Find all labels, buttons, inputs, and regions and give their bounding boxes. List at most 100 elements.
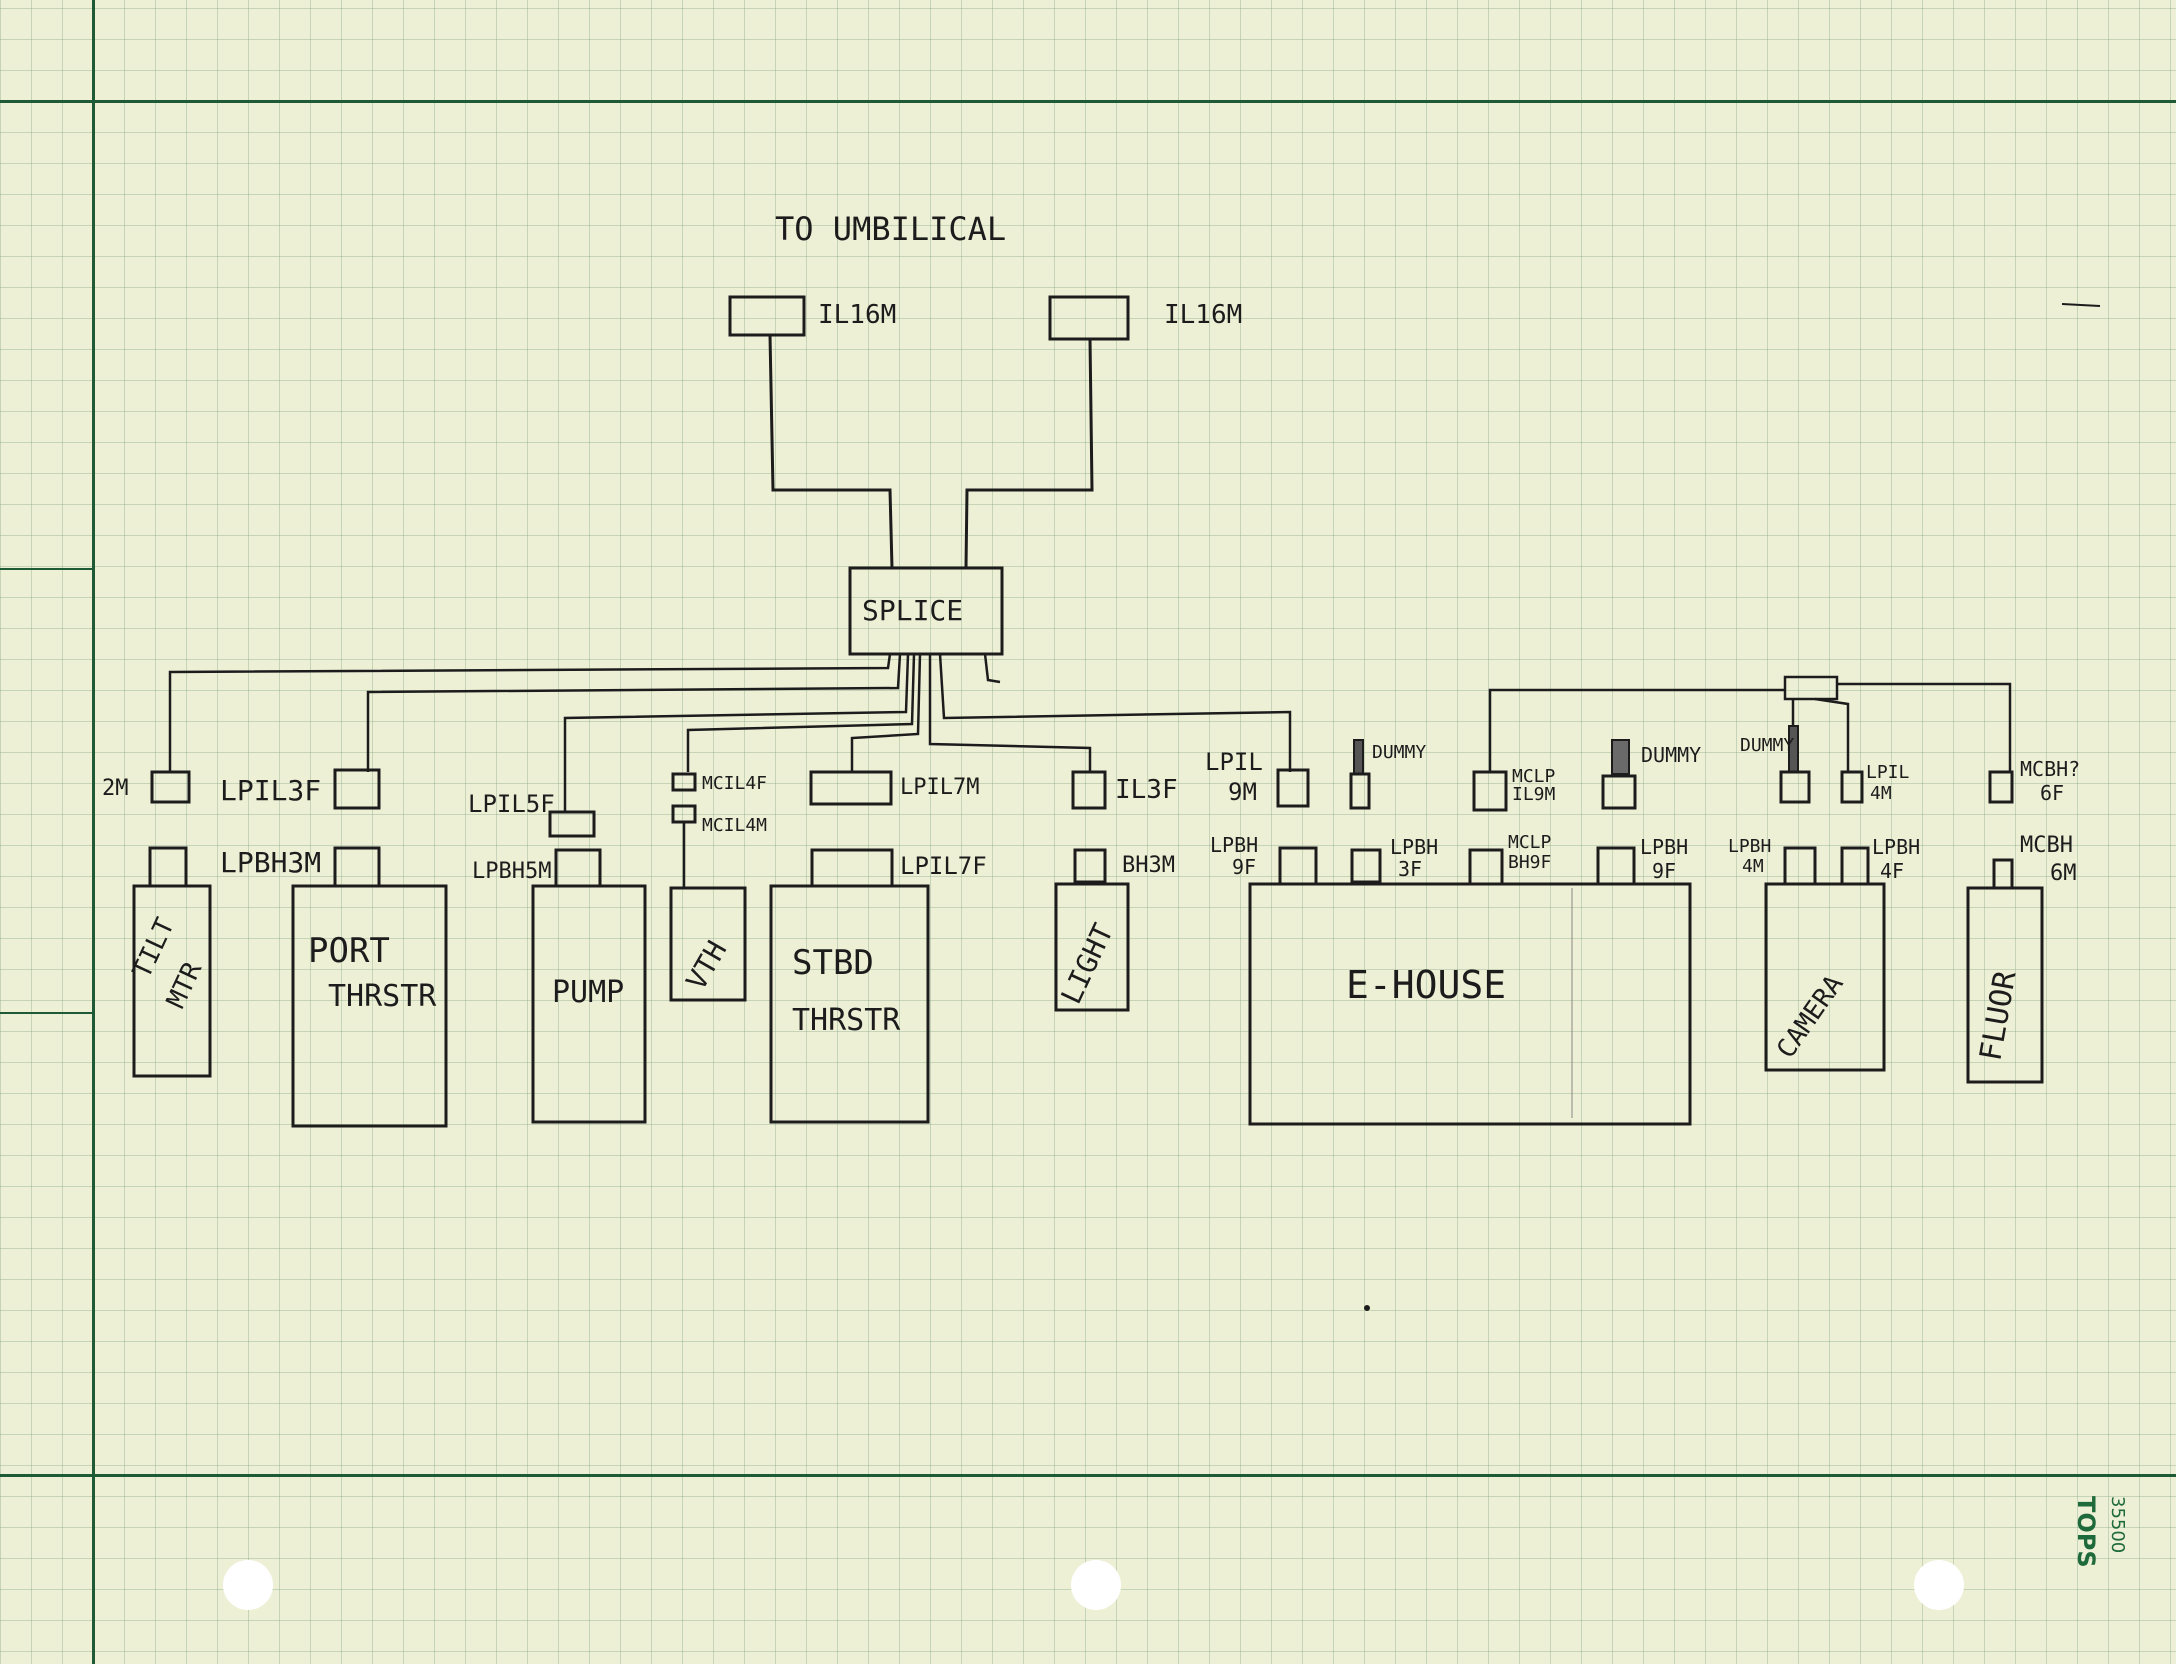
label-port-b: THRSTR — [328, 979, 437, 1014]
connector-lpil7f — [810, 848, 894, 888]
connector-lpil9m — [1276, 768, 1310, 808]
label-lpil9m-a: LPIL — [1205, 748, 1263, 776]
connector-lpbh9f-2 — [1596, 846, 1636, 886]
punch-hole-center — [1071, 1560, 1121, 1610]
label-mcbh6f-a: MCBH? — [2020, 757, 2080, 781]
device-tilt-motor — [132, 884, 212, 1078]
label-lpbh9f-a: LPBH — [1210, 833, 1258, 857]
device-e-house — [1248, 882, 1692, 1126]
label-stbd-b: THRSTR — [792, 1003, 901, 1038]
label-lpbh3f-a: LPBH — [1390, 835, 1438, 859]
label-dummy-3: DUMMY — [1740, 735, 1794, 756]
connector-2m — [150, 770, 191, 804]
dummy-plug-1 — [1353, 739, 1364, 775]
label-mclpbh9f-b: BH9F — [1508, 852, 1551, 873]
connector-lpil5f — [548, 810, 596, 838]
device-port-thruster — [291, 884, 448, 1128]
label-mclpil9m-b: IL9M — [1512, 784, 1556, 805]
device-vth — [669, 886, 747, 1002]
splice-branches — [168, 653, 1292, 812]
label-lpbh4m-b: 4M — [1742, 856, 1764, 877]
connector-tilt — [148, 846, 188, 888]
connector-dummy-2 — [1601, 774, 1637, 810]
connector-lpbh5m — [554, 848, 602, 888]
label-2m: 2M — [102, 776, 129, 801]
device-pump — [531, 884, 647, 1124]
label-pump: PUMP — [552, 975, 624, 1010]
device-light — [1054, 882, 1130, 1012]
margin-tick — [0, 1012, 92, 1014]
connector-il16m-left — [728, 295, 806, 337]
label-lpbh9f2-b: 9F — [1652, 859, 1676, 883]
cable-umbilical-right — [964, 338, 1094, 569]
connector-lpbh3m — [333, 846, 381, 888]
label-lpil7f: LPIL7F — [900, 852, 987, 880]
punch-hole-right — [1914, 1560, 1964, 1610]
label-bh3m: BH3M — [1122, 853, 1175, 878]
label-mclpbh9f-a: MCLP — [1508, 832, 1552, 853]
device-camera — [1764, 882, 1886, 1072]
tops-logo: TOPS 35500 — [2072, 1496, 2128, 1568]
punch-hole-left — [223, 1560, 273, 1610]
label-lpbh3m: LPBH3M — [220, 846, 321, 879]
connector-mclpil9m — [1472, 770, 1508, 812]
label-fluor: FLUOR — [1973, 967, 2023, 1063]
connector-mcil4m — [671, 804, 697, 824]
label-mclpil9m-a: MCLP — [1512, 766, 1556, 787]
label-il16m-left: IL16M — [818, 300, 896, 330]
connector-mcbh6f — [1988, 770, 2014, 804]
dummy-plug-2 — [1611, 739, 1630, 775]
label-vth: VTH — [679, 935, 733, 995]
label-camera: CAMERA — [1771, 970, 1850, 1064]
label-lpil4m-a: LPIL — [1866, 762, 1910, 783]
connector-dummy-3 — [1779, 770, 1811, 804]
label-lpil9m-b: 9M — [1228, 778, 1257, 806]
label-e-house: E-HOUSE — [1346, 963, 1506, 1007]
connector-lpbh4m — [1783, 846, 1817, 886]
brand-number: 35500 — [2107, 1496, 2128, 1553]
label-lpbh4f-b: 4F — [1880, 859, 1904, 883]
label-mcil4f: MCIL4F — [702, 773, 767, 794]
connector-lpbh3f — [1350, 848, 1382, 884]
connector-il16m-right — [1048, 295, 1130, 341]
label-splice: SPLICE — [862, 594, 963, 627]
label-lpbh4f-a: LPBH — [1872, 835, 1920, 859]
label-il16m-right: IL16M — [1164, 300, 1242, 330]
connector-lpbh9f — [1278, 846, 1318, 886]
margin-line-top — [0, 100, 2176, 103]
label-dummy-2: DUMMY — [1641, 743, 1701, 767]
margin-line-left — [92, 0, 95, 1664]
connector-lpil3f — [333, 768, 381, 810]
label-lpbh9f2-a: LPBH — [1640, 835, 1688, 859]
label-lpbh9f-b: 9F — [1232, 855, 1256, 879]
label-port-a: PORT — [308, 931, 390, 971]
connector-lpbh4f — [1840, 846, 1870, 886]
title: TO UMBILICAL — [775, 210, 1006, 248]
label-light: LIGHT — [1054, 918, 1120, 1008]
margin-tick — [0, 568, 92, 570]
stray-dot — [1364, 1305, 1370, 1311]
label-mcbh6m-b: 6M — [2050, 861, 2077, 886]
label-lpbh4m-a: LPBH — [1728, 836, 1771, 857]
label-lpil5f: LPIL5F — [468, 790, 555, 818]
label-mcbh6f-b: 6F — [2040, 781, 2064, 805]
label-lpil3f: LPIL3F — [220, 774, 321, 807]
margin-line-bottom — [0, 1474, 2176, 1477]
label-mcbh6m-a: MCBH — [2020, 833, 2073, 858]
bus-right — [1488, 675, 2012, 773]
stray-mark — [2061, 303, 2101, 307]
cable-umbilical-left — [768, 334, 894, 569]
connector-dummy-1 — [1349, 772, 1371, 810]
connector-lpil4m — [1840, 770, 1864, 804]
connector-lpil7m — [809, 770, 893, 806]
splice-box — [848, 566, 1004, 656]
label-il3f: IL3F — [1115, 775, 1178, 805]
connector-mclpbh9f — [1468, 848, 1504, 886]
label-lpbh3f-b: 3F — [1398, 857, 1422, 881]
device-fluorometer — [1966, 886, 2044, 1084]
label-tilt-b: MTR — [161, 957, 208, 1013]
connector-mcbh6m — [1992, 858, 2014, 890]
label-lpbh5m: LPBH5M — [472, 859, 551, 884]
